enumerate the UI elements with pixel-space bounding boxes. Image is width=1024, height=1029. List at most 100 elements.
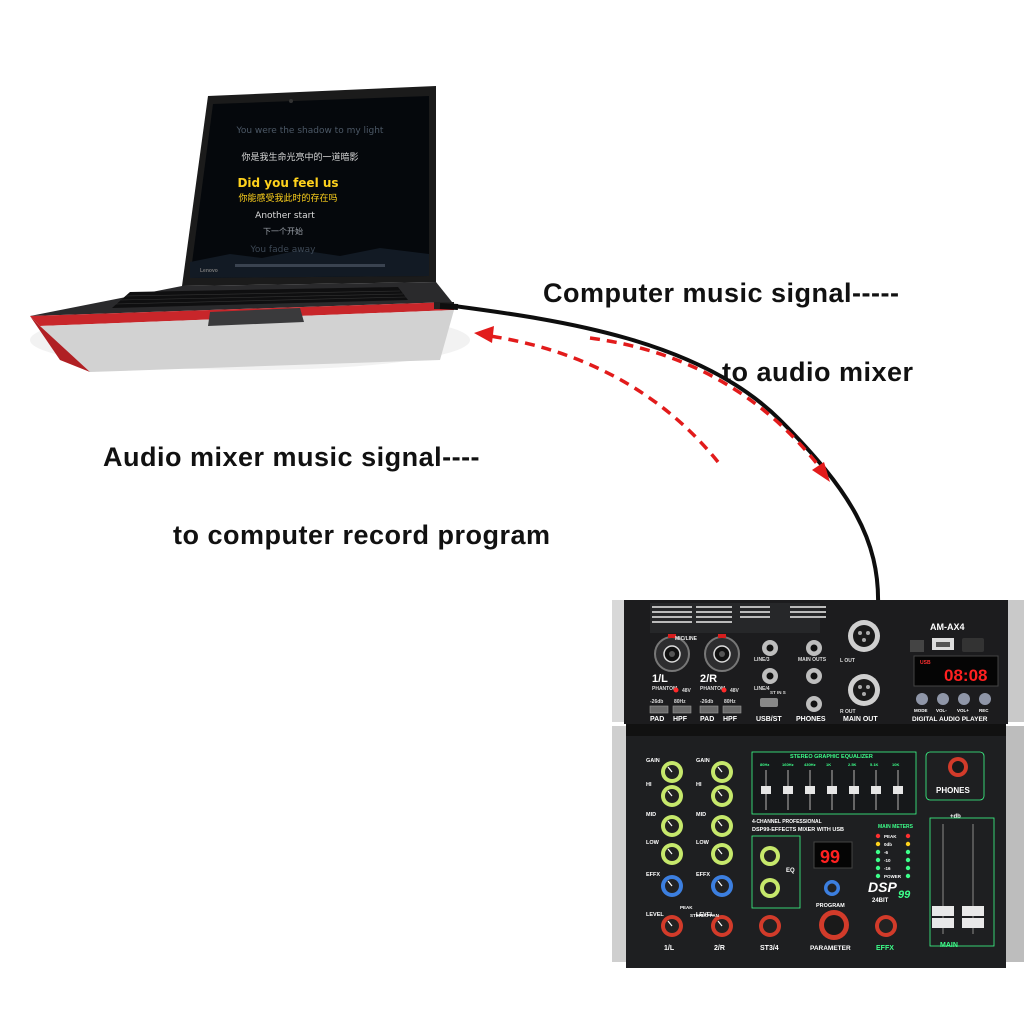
eq-band-label: 430Hz bbox=[804, 762, 816, 767]
lyric-line-3: Did you feel us bbox=[237, 176, 338, 190]
eq-band-slider[interactable] bbox=[783, 786, 793, 794]
channel-2-knob-2[interactable] bbox=[711, 785, 733, 807]
st-in-label: ST IN S bbox=[770, 690, 786, 695]
channel-type-label: 4-CHANNEL PROFESSIONAL bbox=[752, 819, 822, 825]
channel-1-knob-3[interactable] bbox=[661, 815, 683, 837]
lyric-line-1: You were the shadow to my light bbox=[236, 126, 384, 136]
channel-1-knob-5[interactable] bbox=[661, 875, 683, 897]
channel-2-knob-1[interactable] bbox=[711, 761, 733, 783]
db-label: +db bbox=[950, 814, 961, 820]
xlr-out-left[interactable] bbox=[848, 620, 880, 652]
channel-2-knob-6[interactable] bbox=[711, 915, 733, 937]
dap-label: DIGITAL AUDIO PLAYER bbox=[912, 716, 988, 723]
player-buttons[interactable] bbox=[916, 693, 991, 705]
meter-led bbox=[875, 833, 881, 839]
eq-title: STEREO GRAPHIC EQUALIZER bbox=[790, 754, 873, 760]
input-jack-2r[interactable] bbox=[704, 634, 740, 672]
meter-label: PEAK bbox=[884, 834, 897, 839]
meter-label: -6 bbox=[884, 850, 888, 855]
channel-2-knob-5[interactable] bbox=[711, 875, 733, 897]
program-knob[interactable] bbox=[824, 880, 840, 896]
channel-2-knob-4[interactable] bbox=[711, 843, 733, 865]
phantom-led-1 bbox=[673, 687, 679, 693]
lyric-line-5: Another start bbox=[255, 211, 315, 221]
main-fader-right[interactable] bbox=[962, 906, 984, 928]
stereo-pan-label: STEREO PAN bbox=[690, 913, 719, 918]
knob-label: MID bbox=[646, 812, 656, 818]
eq-band-slider[interactable] bbox=[871, 786, 881, 794]
eq-band-label: 1K bbox=[826, 762, 831, 767]
eq-band-slider[interactable] bbox=[849, 786, 859, 794]
knob-label: LOW bbox=[646, 840, 660, 846]
main-fader-left[interactable] bbox=[932, 906, 954, 928]
knob-label: LOW bbox=[696, 840, 710, 846]
eq-band-slider[interactable] bbox=[893, 786, 903, 794]
knob-label: LEVEL bbox=[646, 912, 664, 918]
player-display-time: 08:08 bbox=[944, 666, 987, 685]
pad-value-1: -26db bbox=[650, 699, 663, 705]
knob-label: EFFX bbox=[646, 872, 660, 878]
bluetooth-icon bbox=[910, 640, 924, 652]
st34-low-knob[interactable] bbox=[760, 878, 780, 898]
pad-label-1: PAD bbox=[650, 716, 664, 723]
meter-led bbox=[905, 849, 911, 855]
knob-label: GAIN bbox=[646, 758, 660, 764]
main-out-jacks[interactable] bbox=[806, 640, 822, 712]
player-display bbox=[913, 655, 999, 687]
bit-label: 24BIT bbox=[872, 898, 889, 904]
parameter-label: PARAMETER bbox=[810, 945, 851, 952]
eq-band-label: 160Hz bbox=[782, 762, 794, 767]
input-jack-1l[interactable] bbox=[654, 634, 690, 672]
meter-led bbox=[905, 857, 911, 863]
product-line-label: DSP99-EFFECTS MIXER WITH USB bbox=[752, 827, 844, 833]
main-fader-label: MAIN bbox=[940, 942, 958, 949]
meter-label: 0db bbox=[884, 842, 892, 847]
channel-1-knob-1[interactable] bbox=[661, 761, 683, 783]
knob-label: LEVEL bbox=[696, 912, 714, 918]
v48-label-1: 48V bbox=[682, 688, 692, 694]
hpf-value-1: 80Hz bbox=[674, 699, 686, 705]
line-jacks[interactable] bbox=[760, 640, 778, 707]
parameter-knob[interactable] bbox=[819, 910, 849, 940]
eq-band-slider[interactable] bbox=[805, 786, 815, 794]
meter-led bbox=[875, 841, 881, 847]
eq-band-label: 5.1K bbox=[870, 762, 879, 767]
hpf-value-2: 80Hz bbox=[724, 699, 736, 705]
eq-band-slider[interactable] bbox=[761, 786, 771, 794]
meter-led bbox=[875, 857, 881, 863]
pad-hpf-switches[interactable] bbox=[649, 705, 742, 714]
channel-1-knob-6[interactable] bbox=[661, 915, 683, 937]
phones-jack-label: PHONES bbox=[796, 716, 826, 723]
hpf-label-2: HPF bbox=[723, 716, 738, 723]
meter-label: POWER bbox=[884, 874, 902, 879]
caption-computer-to-mixer-2: to audio mixer bbox=[722, 357, 914, 387]
meter-led bbox=[875, 865, 881, 871]
laptop-brand: Lenovo bbox=[200, 268, 218, 274]
btn-rec-label: REC bbox=[979, 708, 989, 713]
mic-line-label: MIC/LINE bbox=[675, 636, 698, 642]
knob-label: HI bbox=[696, 782, 702, 788]
channel-label-1l: 1/L bbox=[652, 673, 668, 685]
graphic-eq bbox=[751, 751, 917, 815]
channel-1-knob-4[interactable] bbox=[661, 843, 683, 865]
fader-scale bbox=[942, 824, 974, 934]
usb-slot[interactable] bbox=[932, 638, 954, 650]
main-meters-label: MAIN METERS bbox=[878, 824, 914, 830]
dsp-number: 99 bbox=[898, 889, 911, 901]
peak-label: PEAK bbox=[680, 905, 693, 910]
eq-band-slider[interactable] bbox=[827, 786, 837, 794]
meter-label: -10 bbox=[884, 858, 891, 863]
channel-2-knob-3[interactable] bbox=[711, 815, 733, 837]
effx-level-knob[interactable] bbox=[875, 915, 897, 937]
xlr-out-right[interactable] bbox=[848, 674, 880, 706]
phones-knob[interactable] bbox=[948, 757, 968, 777]
channel-1-knob-2[interactable] bbox=[661, 785, 683, 807]
st34-hi-knob[interactable] bbox=[760, 846, 780, 866]
fx-display bbox=[813, 841, 853, 869]
channel-label-2r: 2/R bbox=[700, 673, 717, 685]
v48-label-2: 48V bbox=[730, 688, 740, 694]
pad-label-2: PAD bbox=[700, 716, 714, 723]
st34-level-knob[interactable] bbox=[759, 915, 781, 937]
eq-band-label: 10K bbox=[892, 762, 899, 767]
dsp-badge: DSP bbox=[868, 879, 897, 895]
